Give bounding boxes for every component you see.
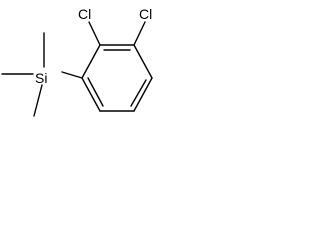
c-si-bond [61, 71, 83, 79]
substituent-bonds [61, 21, 146, 79]
double-bond-left [87, 77, 104, 107]
double-bond-right [130, 79, 147, 107]
ring-bond-5 [81, 77, 101, 112]
chlorine-label-right: Cl [139, 6, 152, 22]
ring-bond-3 [133, 77, 153, 112]
si-methyl-bottom-bond [33, 84, 43, 117]
chlorine-label-left: Cl [78, 6, 91, 22]
c-cl-bond-1 [88, 21, 101, 46]
silicon-label: Si [35, 70, 47, 86]
benzene-ring [81, 44, 153, 112]
ring-bond-2 [133, 44, 153, 79]
c-cl-bond-2 [133, 21, 146, 46]
methyl-bonds [1, 32, 45, 117]
chemical-structure-diagram: Cl Cl Si [1, 6, 153, 117]
ring-bond-6 [81, 44, 101, 79]
